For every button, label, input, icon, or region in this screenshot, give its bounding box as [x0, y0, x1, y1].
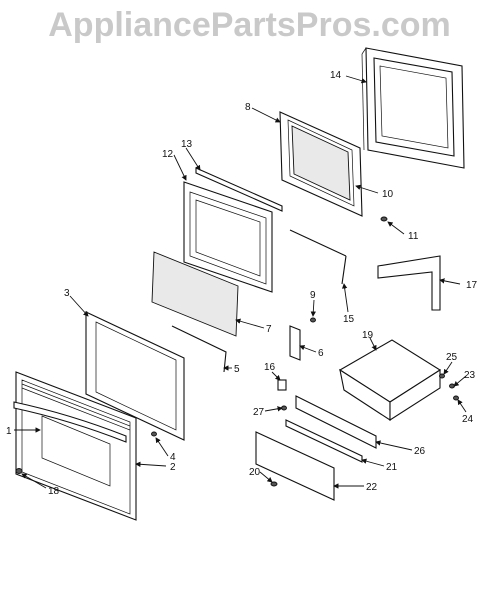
- callout-labels: 14 8 10 11 13 12 17 15 7 3 9 6 5 19 16 2…: [6, 70, 478, 497]
- callout-6: 6: [318, 348, 324, 359]
- callout-9: 9: [310, 290, 316, 301]
- leader-lines: [14, 75, 467, 489]
- part-19-drawer-pan: [338, 339, 442, 422]
- callout-17: 17: [466, 280, 478, 291]
- callout-22: 22: [366, 482, 378, 493]
- part-7-inner-glass: [151, 251, 239, 337]
- part-11-screw: [380, 216, 388, 222]
- part-8-window-pack: [279, 111, 363, 217]
- callout-5: 5: [234, 364, 240, 375]
- callout-15: 15: [343, 314, 355, 325]
- callout-1: 1: [6, 426, 12, 437]
- part-9-screw: [310, 317, 316, 323]
- callout-7: 7: [266, 324, 272, 335]
- callout-24: 24: [462, 414, 474, 425]
- callout-23: 23: [464, 370, 476, 381]
- part-24-fastener: [453, 395, 459, 401]
- callout-11: 11: [408, 231, 419, 242]
- callout-3: 3: [64, 288, 70, 299]
- callout-10: 10: [382, 189, 394, 200]
- callout-13: 13: [181, 139, 193, 150]
- part-13-top-strip: [195, 167, 283, 212]
- part-22-drawer-front: [255, 431, 335, 501]
- part-4-clip: [151, 431, 157, 437]
- callout-25: 25: [446, 352, 458, 363]
- callout-27: 27: [253, 407, 265, 418]
- callout-19: 19: [362, 330, 374, 341]
- callout-14: 14: [330, 70, 342, 81]
- callout-20: 20: [249, 467, 261, 478]
- part-27-screw: [281, 405, 287, 411]
- callout-8: 8: [245, 102, 251, 113]
- callout-21: 21: [386, 462, 398, 473]
- part-25-fastener: [439, 373, 445, 379]
- part-14-outer-door-frame: [361, 47, 465, 169]
- callout-18: 18: [48, 486, 60, 497]
- part-26-drawer-rail: [295, 395, 377, 449]
- part-3-middle-glass: [85, 311, 185, 441]
- callout-26: 26: [414, 446, 426, 457]
- callout-2: 2: [170, 462, 176, 473]
- part-23-fastener: [449, 383, 455, 389]
- part-16-roller: [277, 379, 287, 391]
- callout-12: 12: [162, 149, 174, 160]
- part-17-bracket: [377, 255, 441, 311]
- part-1-door-handle: [13, 401, 127, 443]
- callout-16: 16: [264, 362, 276, 373]
- part-6-hinge: [289, 325, 301, 361]
- callout-4: 4: [170, 452, 176, 463]
- part-15-rod: [289, 229, 347, 285]
- watermark: AppliancePartsPros.com: [48, 6, 451, 44]
- part-20-screw: [270, 481, 278, 487]
- part-12-inner-door-panel: [183, 181, 273, 293]
- part-18-screw: [15, 468, 23, 474]
- part-2-outer-door: [15, 371, 137, 521]
